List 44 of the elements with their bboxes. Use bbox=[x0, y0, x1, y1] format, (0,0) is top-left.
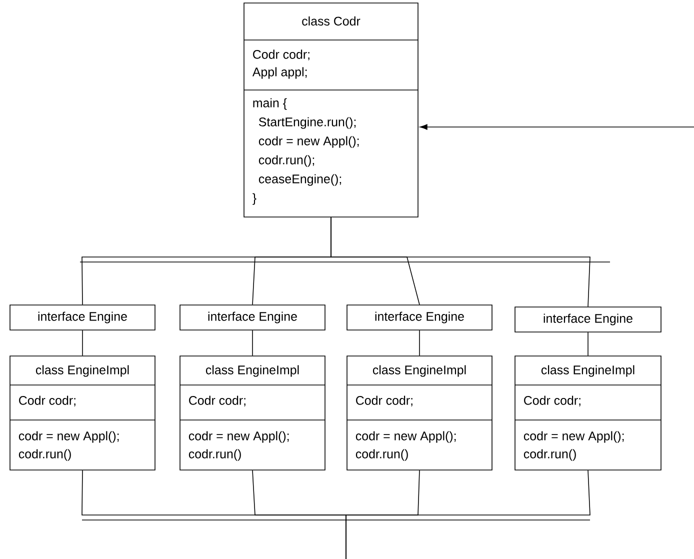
class-box bbox=[10, 356, 156, 470]
code-line: codr = new Appl(); bbox=[18, 431, 119, 443]
code-line: } bbox=[252, 193, 256, 205]
code-line: Codr codr; bbox=[19, 396, 76, 406]
code-line: Appl appl; bbox=[252, 67, 307, 79]
class-name: interface Engine bbox=[38, 312, 127, 324]
code-line: Codr codr; bbox=[524, 396, 580, 406]
code-line: Codr codr; bbox=[253, 50, 310, 60]
code-line: Codr codr; bbox=[189, 396, 246, 406]
code-line: main { bbox=[253, 98, 287, 110]
arrow bbox=[420, 124, 694, 130]
class-box bbox=[346, 356, 492, 470]
interface-box bbox=[346, 304, 492, 330]
code-line: codr.run(); bbox=[258, 155, 314, 167]
code-line: codr.run() bbox=[356, 449, 408, 461]
code-line: StartEngine.run(); bbox=[258, 117, 356, 129]
connector-line bbox=[252, 330, 253, 356]
class-box bbox=[180, 356, 326, 470]
class-name: class EngineImpl bbox=[36, 365, 129, 377]
code-line: codr.run() bbox=[18, 449, 71, 461]
class-name: class EngineImpl bbox=[541, 365, 634, 377]
code-line: codr = new Appl(); bbox=[524, 431, 624, 443]
code-line: codr = new Appl(); bbox=[356, 431, 456, 443]
class-name: class Codr bbox=[302, 16, 360, 26]
interface-box bbox=[514, 306, 662, 332]
connector-line bbox=[419, 330, 420, 356]
class-name: interface Engine bbox=[544, 314, 632, 326]
connector-line bbox=[330, 217, 590, 307]
connector-line bbox=[82, 330, 83, 356]
code-line: codr.run() bbox=[524, 449, 576, 461]
connector-line bbox=[346, 470, 590, 559]
interface-box bbox=[10, 304, 156, 330]
class-name: class EngineImpl bbox=[206, 365, 299, 377]
class-name: interface Engine bbox=[375, 312, 464, 324]
class-box bbox=[244, 2, 418, 218]
class-name: interface Engine bbox=[208, 312, 297, 324]
code-line: codr.run() bbox=[188, 449, 241, 461]
code-line: Codr codr; bbox=[356, 396, 412, 406]
code-line: codr = new Appl(); bbox=[258, 136, 359, 148]
interface-box bbox=[180, 304, 326, 330]
code-line: codr = new Appl(); bbox=[188, 431, 289, 443]
class-box bbox=[514, 356, 662, 470]
class-name: class EngineImpl bbox=[372, 365, 466, 377]
code-line: ceaseEngine(); bbox=[258, 174, 342, 186]
